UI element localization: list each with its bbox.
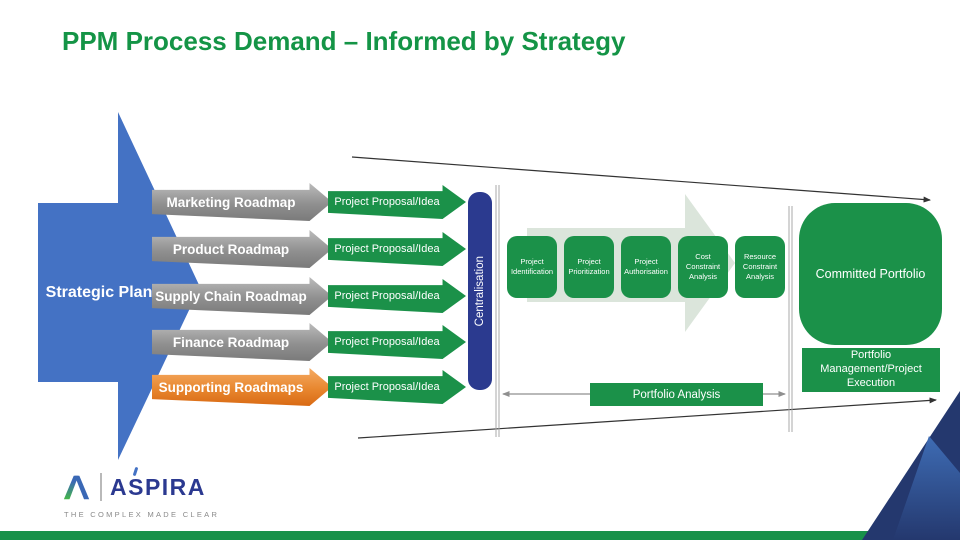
committed-portfolio-box: Committed Portfolio — [799, 203, 942, 345]
roadmap-label: Product Roadmap — [172, 241, 290, 257]
slide-title: PPM Process Demand – Informed by Strateg… — [62, 26, 626, 56]
footer-green-bar — [0, 531, 960, 540]
proposal-arrow-3: Project Proposal/Idea — [328, 279, 466, 313]
aspira-logo-mark-icon — [63, 475, 90, 500]
portfolio-management-label: Portfolio Management/Project Execution — [820, 349, 922, 389]
proposal-label: Project Proposal/Idea — [334, 290, 440, 302]
portfolio-management-box: Portfolio Management/Project Execution — [802, 348, 940, 392]
proposal-arrow-4: Project Proposal/Idea — [328, 325, 466, 359]
process-box-label: Cost Constraint Analysis — [685, 251, 721, 282]
portfolio-analysis-label: Portfolio Analysis — [632, 388, 721, 401]
aspira-logo: ASPIRA — [62, 466, 206, 502]
process-box-prioritization: Project Prioritization — [564, 236, 614, 298]
proposal-label: Project Proposal/Idea — [334, 336, 440, 348]
process-box-label: Project Identification — [510, 256, 554, 276]
process-box-cost-constraint: Cost Constraint Analysis — [678, 236, 728, 298]
logo-tagline: THE COMPLEX MADE CLEAR — [64, 510, 220, 519]
committed-portfolio-label: Committed Portfolio — [815, 267, 926, 281]
proposal-label: Project Proposal/Idea — [334, 196, 440, 208]
process-box-label: Project Authorisation — [624, 256, 668, 276]
portfolio-analysis-bar: Portfolio Analysis — [590, 383, 763, 406]
roadmap-label: Supporting Roadmaps — [158, 379, 304, 395]
corner-triangles — [862, 391, 960, 540]
proposal-arrow-1: Project Proposal/Idea — [328, 185, 466, 219]
strategic-plan-arrow — [38, 112, 200, 460]
roadmap-label: Finance Roadmap — [172, 334, 290, 350]
proposal-label: Project Proposal/Idea — [334, 243, 440, 255]
roadmap-label: Marketing Roadmap — [166, 194, 296, 210]
process-box-resource-constraint: Resource Constraint Analysis — [735, 236, 785, 298]
centralisation-label: Centralisation — [474, 255, 486, 327]
proposal-arrow-2: Project Proposal/Idea — [328, 232, 466, 266]
proposal-arrow-5: Project Proposal/Idea — [328, 370, 466, 404]
process-box-label: Resource Constraint Analysis — [742, 251, 778, 282]
strategic-plan-label: Strategic Plan — [45, 284, 153, 301]
centralisation-bar: Centralisation — [468, 192, 492, 390]
roadmap-label: Supply Chain Roadmap — [155, 288, 307, 304]
logo-brand-text: ASPIRA — [110, 466, 206, 501]
process-box-authorisation: Project Authorisation — [621, 236, 671, 298]
logo-divider — [100, 473, 102, 501]
process-box-label: Project Prioritization — [568, 256, 610, 276]
roadmap-arrow-marketing: Marketing Roadmap — [152, 183, 332, 221]
process-box-identification: Project Identification — [507, 236, 557, 298]
logo-brand-label: ASPIRA — [110, 473, 206, 500]
proposal-label: Project Proposal/Idea — [334, 381, 440, 393]
